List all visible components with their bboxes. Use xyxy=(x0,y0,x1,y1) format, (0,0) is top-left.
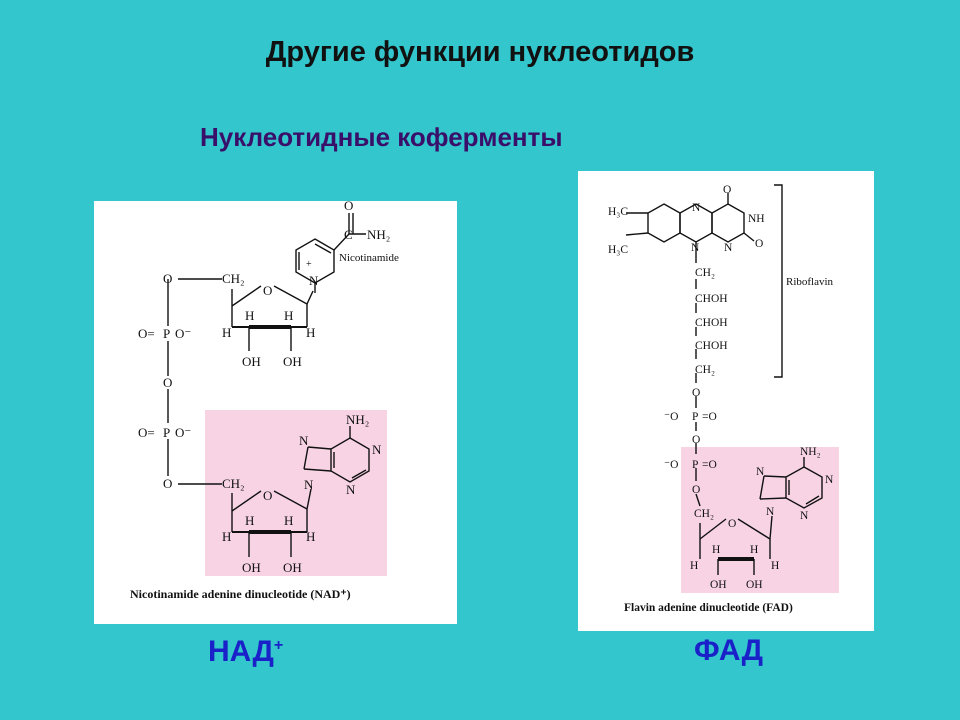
fad-label: ФАД xyxy=(694,634,764,667)
nad-atom: O= xyxy=(138,425,155,440)
nad-atom: OH xyxy=(283,560,302,575)
nad-atom: O xyxy=(163,375,172,390)
nad-atom: O⁻ xyxy=(175,425,191,440)
fad-atom: O xyxy=(728,518,736,530)
fad-atom: CHOH xyxy=(695,317,728,329)
nad-atom: CH₂ xyxy=(222,271,245,286)
fad-atom: N xyxy=(825,474,834,486)
nad-atom: N xyxy=(309,273,319,288)
fad-atom: NH xyxy=(748,213,765,225)
nad-caption: Nicotinamide adenine dinucleotide (NAD⁺) xyxy=(130,587,351,601)
fad-atom: H xyxy=(750,544,758,556)
fad-atom: O xyxy=(692,434,700,446)
fad-atom: O xyxy=(723,184,731,196)
nad-atom: N xyxy=(372,442,382,457)
nad-atom: N xyxy=(346,482,356,497)
nad-atom: OH xyxy=(242,560,261,575)
fad-atom: H xyxy=(712,544,720,556)
fad-atom: H₃C xyxy=(608,244,628,256)
nad-atom: N xyxy=(299,433,309,448)
fad-caption: Flavin adenine dinucleotide (FAD) xyxy=(624,602,793,614)
nad-atom: O xyxy=(344,201,353,213)
slide-subtitle: Нуклеотидные коферменты xyxy=(200,122,563,152)
fad-atom: P xyxy=(692,459,698,471)
fad-atom: H xyxy=(771,560,779,572)
nad-atom: C xyxy=(344,227,353,242)
nad-atom: H xyxy=(284,513,293,528)
nad-atom: H xyxy=(245,308,254,323)
fad-atom: H xyxy=(690,560,698,572)
fad-atom: O xyxy=(755,238,763,250)
nad-label-text: НАД xyxy=(208,635,274,668)
fad-atom: P xyxy=(692,411,698,423)
nad-label-charge: + xyxy=(273,637,284,654)
fad-atom: N xyxy=(691,242,700,254)
fad-atom: =O xyxy=(702,459,717,471)
fad-atom: N xyxy=(800,510,809,522)
fad-atom: N xyxy=(724,242,733,254)
fad-atom: CH₂ xyxy=(695,267,715,279)
adenine-highlight xyxy=(205,410,387,576)
nad-atom: P xyxy=(163,326,170,341)
nad-atom: H xyxy=(306,529,315,544)
fad-atom: N xyxy=(766,506,775,518)
nicotinamide-label: Nicotinamide xyxy=(339,252,399,264)
nad-label: НАД+ xyxy=(208,635,283,669)
nad-atom: H xyxy=(245,513,254,528)
nad-atom: O xyxy=(163,476,172,491)
fad-atom: OH xyxy=(746,579,763,591)
fad-atom: CH₂ xyxy=(695,364,715,376)
fad-atom: OH xyxy=(710,579,727,591)
fad-atom: CH₂ xyxy=(694,508,714,520)
slide-title: Другие функции нуклеотидов xyxy=(265,36,695,68)
nad-atom: OH xyxy=(283,354,302,369)
fad-atom: N xyxy=(692,202,701,214)
fad-atom: ⁻O xyxy=(664,459,678,471)
fad-atom: =O xyxy=(702,411,717,423)
nad-atom: O= xyxy=(138,326,155,341)
fad-atom: CHOH xyxy=(695,340,728,352)
nad-atom: + xyxy=(306,259,312,270)
nad-structure-diagram: O C NH₂ N + Nicotinamide O CH₂ O O= P O⁻… xyxy=(130,201,399,601)
nad-atom: P xyxy=(163,425,170,440)
nad-atom: O⁻ xyxy=(175,326,191,341)
fad-atom: NH₂ xyxy=(800,446,821,458)
fad-atom: H₃C xyxy=(608,206,628,218)
fad-atom: N xyxy=(756,466,765,478)
fad-structure-panel: H₃C H₃C O NH O N N N Riboflavin CH₂ CHOH… xyxy=(578,171,874,631)
fad-atom: ⁻O xyxy=(664,411,678,423)
nad-atom: NH₂ xyxy=(346,412,369,427)
nad-atom: H xyxy=(306,325,315,340)
nad-atom: H xyxy=(222,529,231,544)
riboflavin-label: Riboflavin xyxy=(786,276,834,288)
fad-atom: O xyxy=(692,387,700,399)
nad-atom: NH₂ xyxy=(367,227,390,242)
nad-atom: O xyxy=(163,271,172,286)
nad-atom: H xyxy=(222,325,231,340)
nad-atom: O xyxy=(263,488,272,503)
nad-structure-panel: O C NH₂ N + Nicotinamide O CH₂ O O= P O⁻… xyxy=(94,201,457,624)
nad-atom: N xyxy=(304,477,314,492)
fad-atom: O xyxy=(692,484,700,496)
fad-structure-diagram: H₃C H₃C O NH O N N N Riboflavin CH₂ CHOH… xyxy=(608,184,839,614)
nad-atom: O xyxy=(263,283,272,298)
fad-atom: CHOH xyxy=(695,293,728,305)
nad-atom: OH xyxy=(242,354,261,369)
nad-atom: CH₂ xyxy=(222,476,245,491)
nad-atom: H xyxy=(284,308,293,323)
